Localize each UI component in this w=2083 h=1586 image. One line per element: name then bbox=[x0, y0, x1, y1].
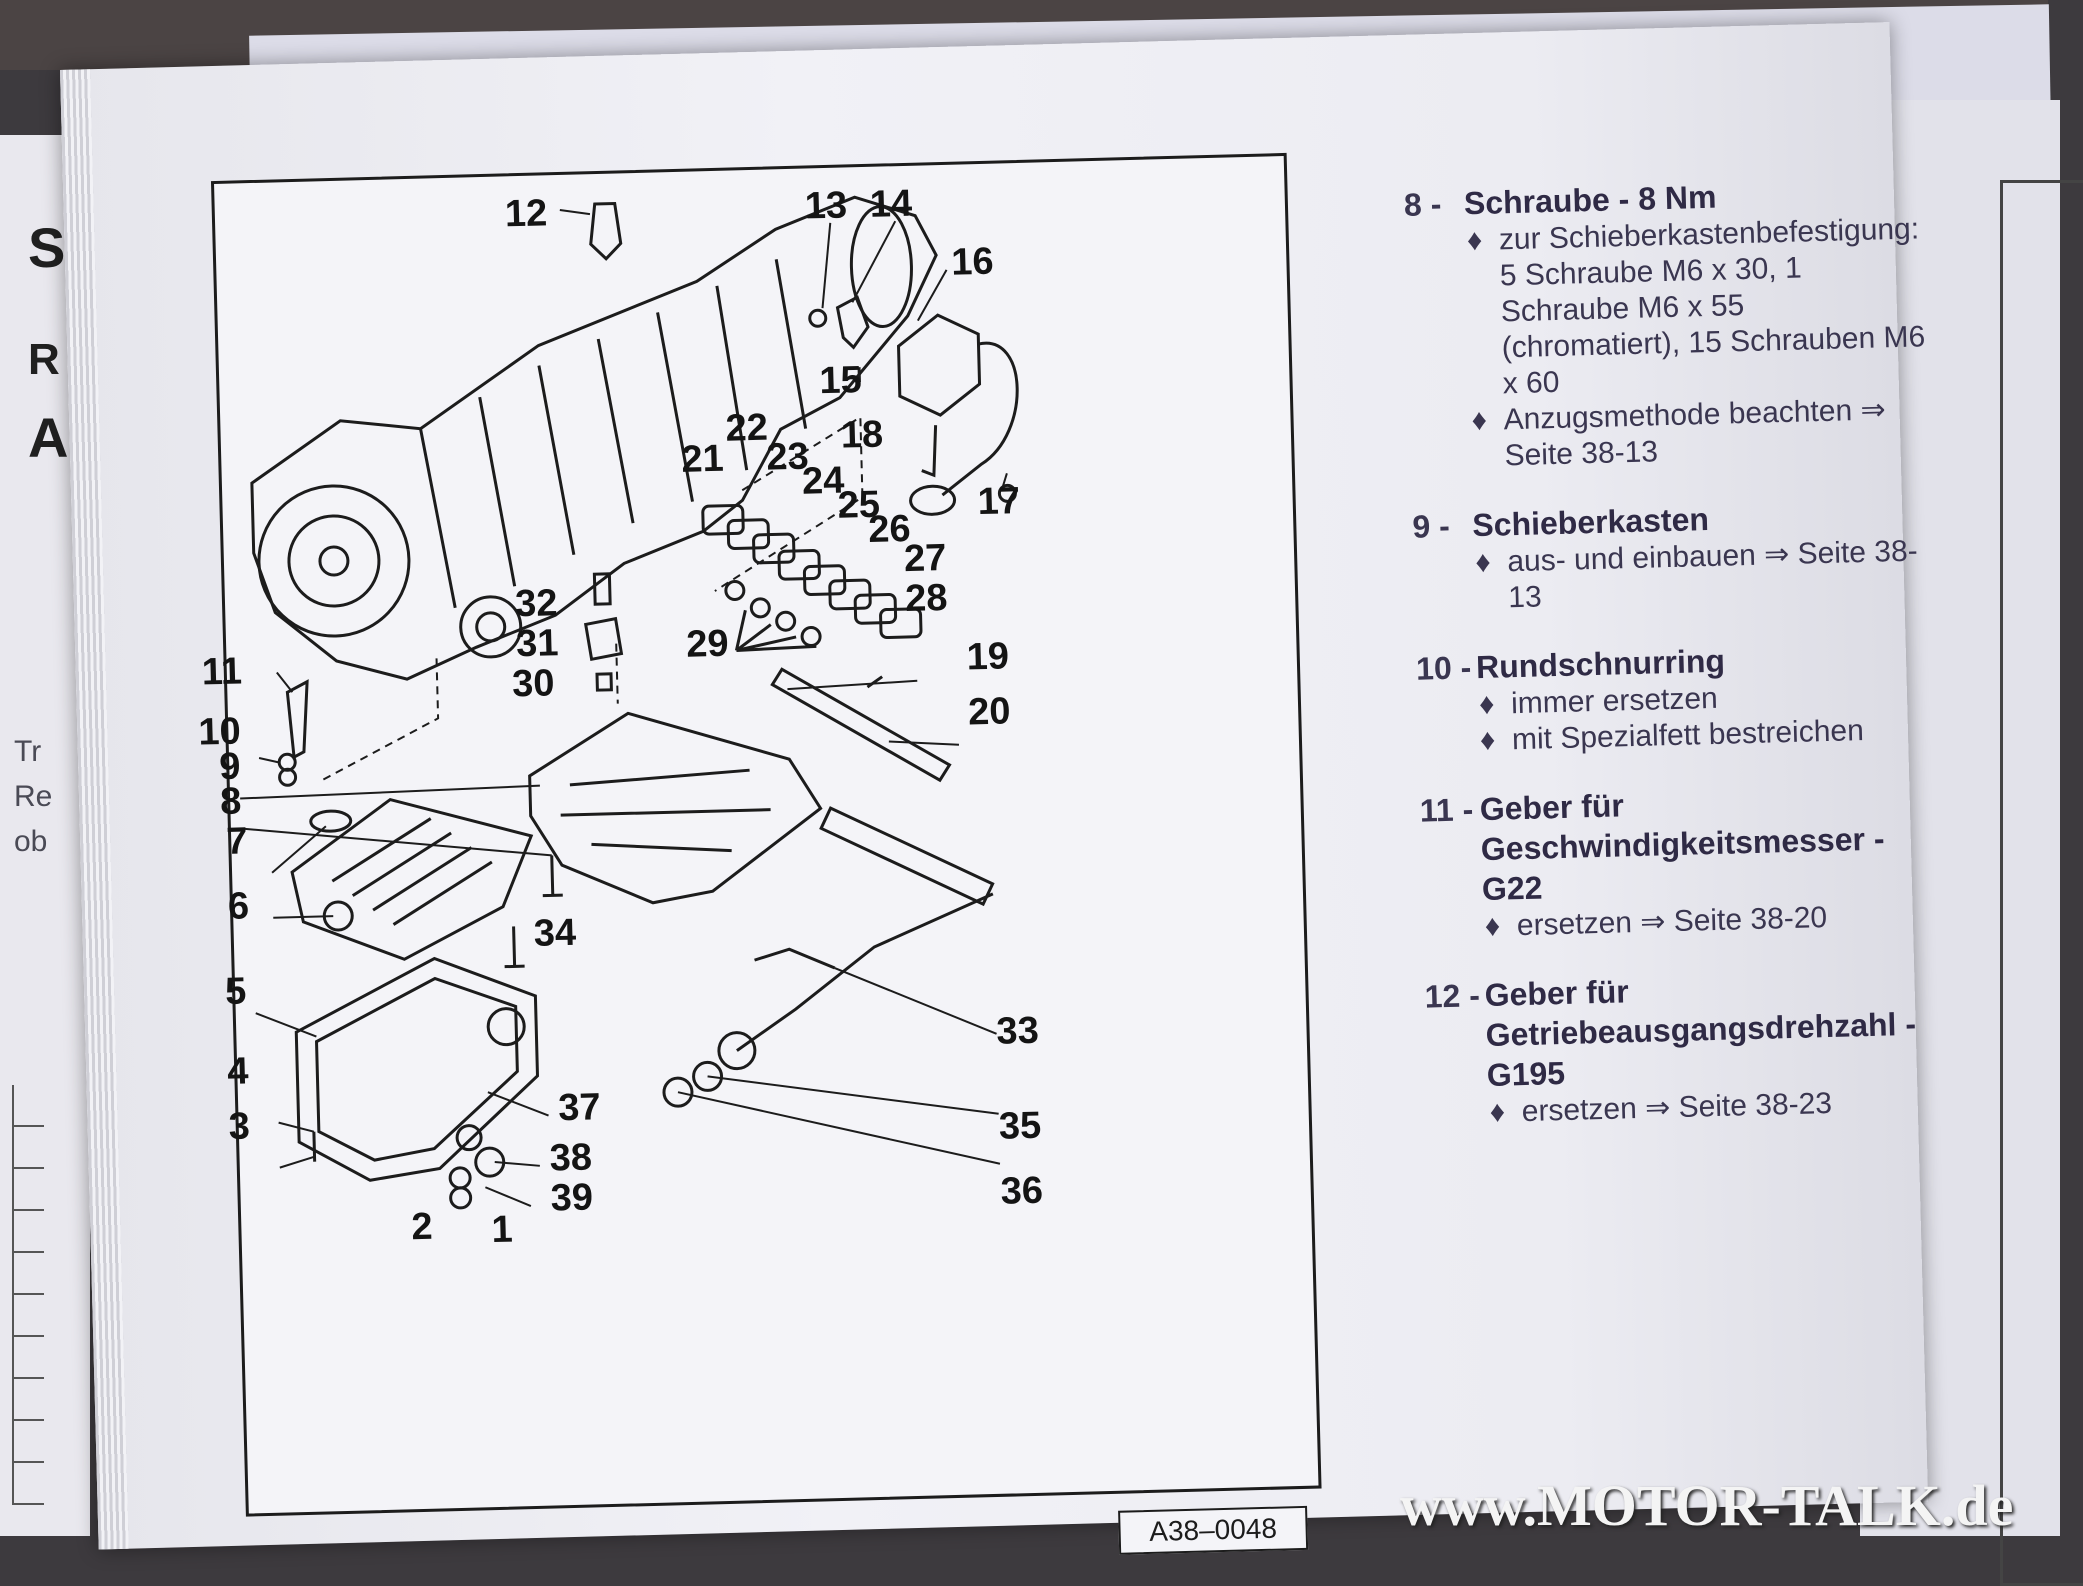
bullet-icon: ♦ bbox=[1489, 1095, 1506, 1129]
callout-10: 10 bbox=[198, 711, 241, 754]
bullet-icon: ♦ bbox=[1478, 687, 1495, 722]
callout-32: 32 bbox=[515, 582, 558, 625]
callout-24: 24 bbox=[801, 460, 844, 503]
callout-23: 23 bbox=[766, 436, 809, 479]
callout-37: 37 bbox=[558, 1086, 601, 1129]
left-fragment: Re bbox=[14, 780, 53, 813]
bullet-icon: ♦ bbox=[1471, 403, 1488, 438]
callout-12: 12 bbox=[504, 192, 547, 235]
callout-33: 33 bbox=[996, 1010, 1039, 1053]
callout-20: 20 bbox=[968, 690, 1011, 733]
callout-34: 34 bbox=[533, 912, 576, 955]
callout-15: 15 bbox=[819, 359, 862, 402]
legend-bullet: zur Schieberkastenbefestigung: 5 Schraub… bbox=[1498, 212, 1926, 401]
bullet-icon: ♦ bbox=[1479, 723, 1496, 758]
legend-entry: 12 -Geber für Getriebeausgangsdrehzahl -… bbox=[1424, 963, 1948, 1133]
callout-21: 21 bbox=[681, 438, 724, 481]
callout-26: 26 bbox=[868, 508, 911, 551]
legend-bullet: aus- und einbauen ⇒ Seite 38-13 bbox=[1506, 534, 1919, 615]
transmission-housing bbox=[250, 195, 938, 681]
callout-22: 22 bbox=[725, 407, 768, 450]
callout-7: 7 bbox=[226, 820, 248, 863]
left-fragment: R bbox=[28, 335, 60, 384]
callout-2: 2 bbox=[411, 1206, 433, 1249]
left-table-fragment bbox=[12, 1085, 44, 1505]
callout-18: 18 bbox=[840, 414, 883, 457]
callout-25: 25 bbox=[837, 484, 880, 527]
callout-5: 5 bbox=[225, 970, 247, 1013]
callout-14: 14 bbox=[869, 183, 912, 226]
callout-9: 9 bbox=[219, 746, 241, 789]
legend-number: 8 - bbox=[1403, 185, 1442, 223]
diagram-frame: 12 13 14 16 15 18 17 22 21 23 24 25 26 2… bbox=[198, 152, 1322, 1517]
legend-number: 11 - bbox=[1419, 791, 1474, 829]
legend-title: Geber für Geschwindigkeitsmesser -G22 bbox=[1479, 787, 1885, 908]
bullet-icon: ♦ bbox=[1466, 223, 1483, 258]
left-fragment: A bbox=[28, 406, 69, 469]
legend-number: 9 - bbox=[1411, 507, 1451, 545]
legend-bullet: Anzugsmethode beachten ⇒ Seite 38-13 bbox=[1503, 393, 1887, 473]
callout-38: 38 bbox=[549, 1136, 592, 1179]
exploded-view-diagram: 12 13 14 16 15 18 17 22 21 23 24 25 26 2… bbox=[198, 183, 1044, 1251]
callout-4: 4 bbox=[227, 1050, 249, 1093]
legend-entry: 11 -Geber für Geschwindigkeitsmesser -G2… bbox=[1419, 777, 1943, 947]
callout-3: 3 bbox=[228, 1105, 250, 1148]
legend-number: 12 - bbox=[1424, 977, 1481, 1015]
callout-numbers: 12 13 14 16 15 18 17 22 21 23 24 25 26 2… bbox=[198, 183, 1044, 1252]
callout-28: 28 bbox=[905, 577, 948, 620]
callout-27: 27 bbox=[904, 537, 947, 580]
figure-id: A38–0048 bbox=[1118, 1505, 1309, 1555]
left-fragment: ob bbox=[14, 825, 48, 858]
callout-35: 35 bbox=[998, 1105, 1041, 1148]
callout-16: 16 bbox=[951, 241, 994, 284]
legend-number: 10 - bbox=[1415, 649, 1472, 687]
manual-page: 12 13 14 16 15 18 17 22 21 23 24 25 26 2… bbox=[60, 22, 1929, 1555]
legend-entry: 9 -Schieberkasten ♦aus- und einbauen ⇒ S… bbox=[1412, 493, 1935, 619]
callout-30: 30 bbox=[512, 662, 555, 705]
watermark: www.MOTOR-TALK.de bbox=[1400, 1473, 2014, 1538]
bullet-icon: ♦ bbox=[1474, 545, 1492, 580]
callout-6: 6 bbox=[227, 885, 249, 928]
callout-8: 8 bbox=[220, 781, 242, 824]
parts-legend: 8 -Schraube - 8 Nm ♦zur Schieberkastenbe… bbox=[1403, 171, 1948, 1162]
legend-title: Geber für Getriebeausgangsdrehzahl -G195 bbox=[1484, 973, 1917, 1093]
callout-36: 36 bbox=[1000, 1170, 1043, 1213]
callout-39: 39 bbox=[550, 1176, 593, 1219]
left-fragment: S bbox=[28, 216, 66, 279]
callout-17: 17 bbox=[977, 480, 1020, 523]
callout-19: 19 bbox=[966, 635, 1009, 678]
callout-11: 11 bbox=[201, 650, 242, 693]
callout-29: 29 bbox=[686, 623, 729, 666]
callout-13: 13 bbox=[804, 184, 847, 227]
callout-31: 31 bbox=[516, 622, 559, 665]
bullet-icon: ♦ bbox=[1484, 909, 1501, 943]
left-fragment: Tr bbox=[14, 735, 42, 768]
right-page-frame bbox=[2000, 180, 2083, 1586]
legend-entry: 8 -Schraube - 8 Nm ♦zur Schieberkastenbe… bbox=[1403, 171, 1930, 477]
callout-1: 1 bbox=[491, 1209, 513, 1252]
legend-entry: 10 -Rundschnurring ♦immer ersetzen ♦mit … bbox=[1416, 635, 1939, 761]
